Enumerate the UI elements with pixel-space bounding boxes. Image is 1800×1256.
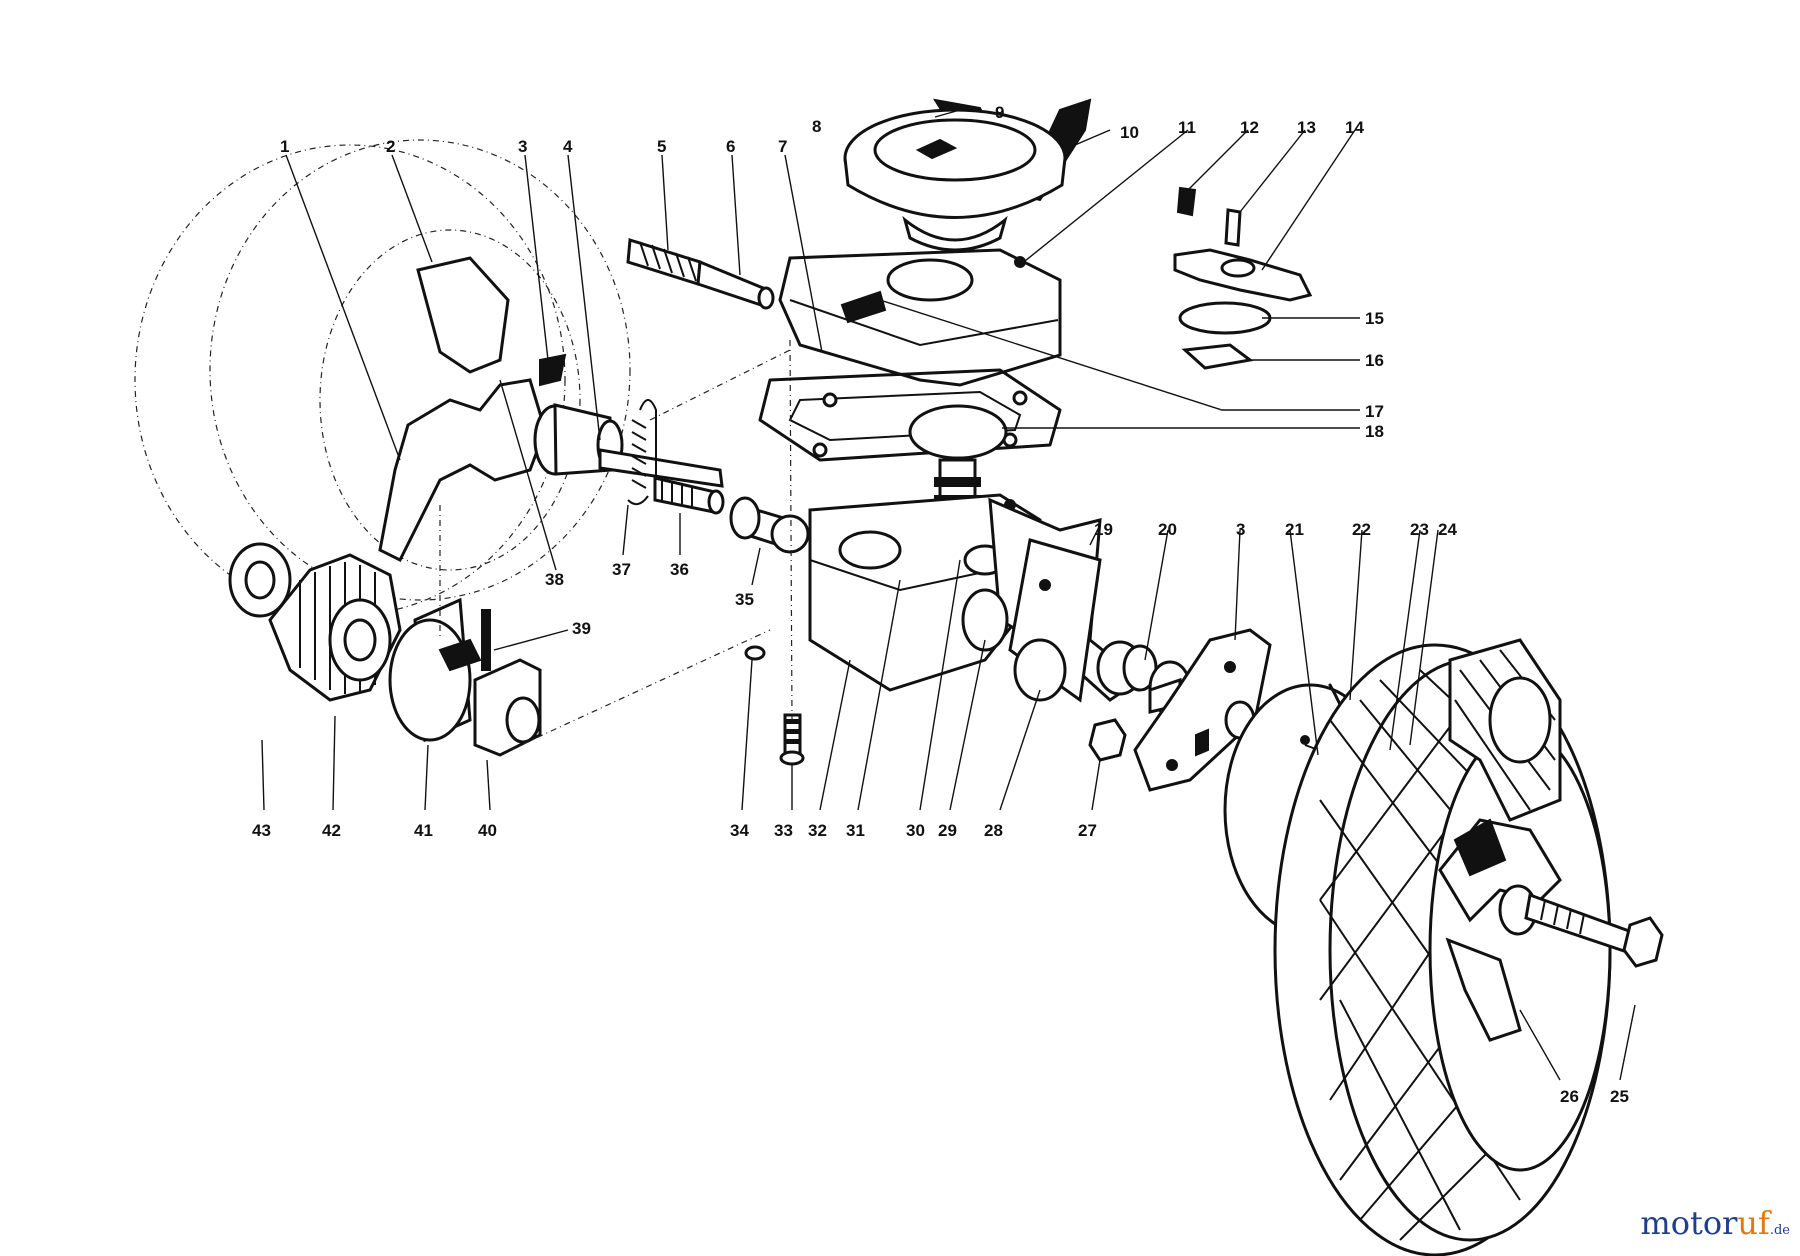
callout-37: 37 [612,560,631,579]
shift-pin [653,476,725,515]
callout-20: 20 [1158,520,1177,539]
callout-12: 12 [1240,118,1259,137]
callout-27: 27 [1078,821,1097,840]
callout-34: 34 [730,821,749,840]
callout-31: 31 [846,821,865,840]
left-wheel-outline [134,139,631,616]
callout-18: 18 [1365,422,1384,441]
callout-38: 38 [545,570,564,589]
callout-8: 8 [812,117,821,136]
pulley-and-belt [843,98,1092,252]
bolts [744,645,805,766]
callout-19: 19 [1094,520,1113,539]
drive-hub [388,597,542,757]
site-watermark: motoruf.de [1640,1204,1790,1242]
callout-26: 26 [1560,1087,1579,1106]
callout-6: 6 [726,137,735,156]
callout-13: 13 [1297,118,1316,137]
spring [627,399,657,506]
watermark-part2: uf [1737,1204,1770,1242]
callout-43: 43 [252,821,271,840]
callout-5: 5 [657,137,666,156]
pinion [729,496,810,554]
callout-32: 32 [808,821,827,840]
callout-9: 9 [995,103,1004,122]
right-wheel [1273,638,1612,1256]
callout-numbers: 1 2 3 4 5 6 7 8 9 10 11 12 13 14 15 16 1… [252,103,1629,1106]
gearbox-cover [778,248,1062,387]
callout-16: 16 [1365,351,1384,370]
callout-3b: 3 [1236,520,1245,539]
callout-15: 15 [1365,309,1384,328]
callout-42: 42 [322,821,341,840]
callout-30: 30 [906,821,925,840]
axle-bolt [1524,892,1664,968]
callout-29: 29 [938,821,957,840]
callout-3a: 3 [518,137,527,156]
callout-10: 10 [1120,123,1139,142]
callout-17: 17 [1365,402,1384,421]
callout-4: 4 [563,137,573,156]
callout-2: 2 [386,137,395,156]
callout-22: 22 [1352,520,1371,539]
watermark-part3: .de [1769,1223,1790,1238]
callout-21: 21 [1285,520,1304,539]
callout-23: 23 [1410,520,1429,539]
shift-fork [378,256,624,563]
callout-35: 35 [735,590,754,609]
callout-41: 41 [414,821,433,840]
callout-25: 25 [1610,1087,1629,1106]
callout-28: 28 [984,821,1003,840]
callout-33: 33 [774,821,793,840]
hex-nut-27 [1088,718,1127,762]
callout-36: 36 [670,560,689,579]
callout-39: 39 [572,619,591,638]
watermark-part1: motor [1640,1204,1738,1242]
callout-7: 7 [778,137,787,156]
callout-40: 40 [478,821,497,840]
leader-lines [261,109,1636,1081]
shaft [598,448,724,488]
callout-11: 11 [1178,118,1196,137]
gasket [758,368,1062,462]
callout-24: 24 [1438,520,1457,539]
detent-spring-pin [626,238,775,310]
callout-1: 1 [280,137,289,156]
differential-gear [228,542,402,702]
callout-14: 14 [1345,118,1364,137]
brake-lever-parts [1173,186,1313,370]
